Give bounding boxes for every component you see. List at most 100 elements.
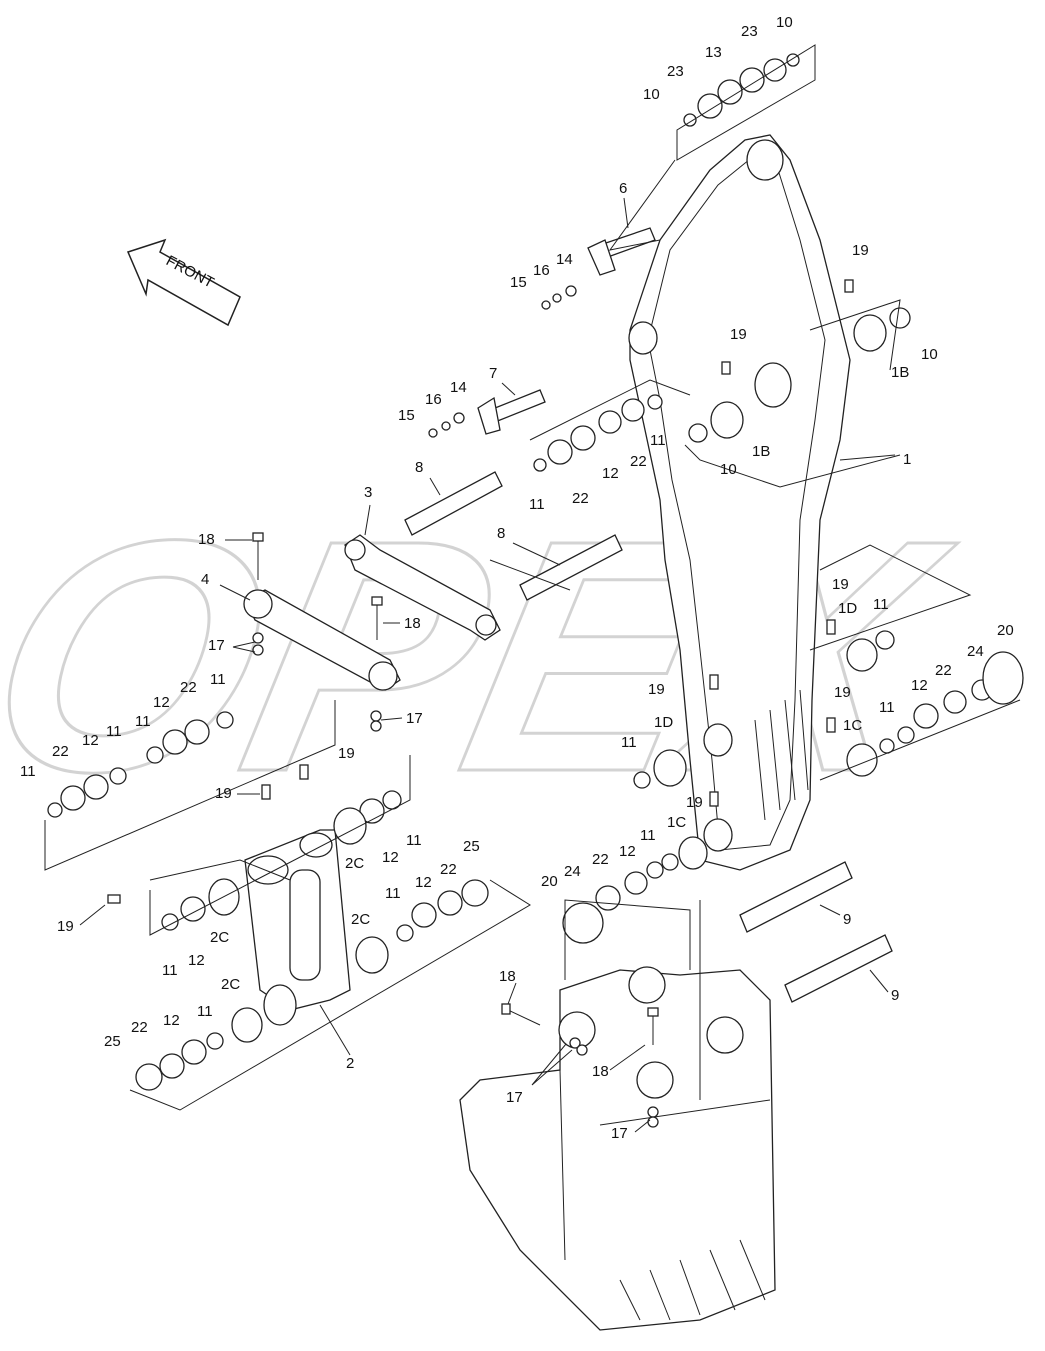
- pin-part-8b: [519, 534, 623, 601]
- callout-1C: 1C: [843, 717, 862, 734]
- link-part-2: [244, 829, 351, 1026]
- callout-1D: 1D: [838, 600, 857, 617]
- callout-12: 12: [415, 874, 432, 891]
- callout-2C: 2C: [351, 911, 370, 928]
- callout-8: 8: [497, 525, 505, 542]
- callout-15: 15: [398, 407, 415, 424]
- callout-11: 11: [106, 723, 122, 740]
- callout-25: 25: [104, 1033, 121, 1050]
- callout-19: 19: [215, 785, 232, 802]
- callout-20: 20: [997, 622, 1014, 639]
- callout-12: 12: [163, 1012, 180, 1029]
- callout-2C: 2C: [210, 929, 229, 946]
- callout-25: 25: [463, 838, 480, 855]
- callout-19: 19: [834, 684, 851, 701]
- callout-2C: 2C: [345, 855, 364, 872]
- callout-14: 14: [556, 251, 573, 268]
- callout-labels: 1 2 3 4 6 7 8 8 9 9 10 10 10 10 13 23 23…: [20, 14, 1014, 1142]
- callout-23: 23: [741, 23, 758, 40]
- callout-14: 14: [450, 379, 467, 396]
- callout-8: 8: [415, 459, 423, 476]
- callout-1B: 1B: [891, 364, 909, 381]
- link-part-3: [344, 534, 501, 641]
- bucket: [459, 966, 776, 1331]
- callout-18: 18: [499, 968, 516, 985]
- callout-12: 12: [619, 843, 636, 860]
- callout-11: 11: [621, 734, 637, 751]
- callout-12: 12: [382, 849, 399, 866]
- callout-19: 19: [648, 681, 665, 698]
- callout-10: 10: [776, 14, 793, 31]
- callout-22: 22: [180, 679, 197, 696]
- callout-2C: 2C: [221, 976, 240, 993]
- callout-11: 11: [529, 496, 545, 513]
- callout-3: 3: [364, 484, 372, 501]
- callout-22: 22: [131, 1019, 148, 1036]
- callout-11: 11: [385, 885, 401, 902]
- callout-11: 11: [406, 832, 422, 849]
- callout-22: 22: [52, 743, 69, 760]
- callout-22: 22: [630, 453, 647, 470]
- pin-part-8a: [404, 471, 503, 536]
- callout-19: 19: [686, 794, 703, 811]
- arm-part-1: [628, 134, 851, 871]
- front-arrow-icon: FRONT: [126, 238, 241, 327]
- callout-13: 13: [705, 44, 722, 61]
- callout-17: 17: [208, 637, 225, 654]
- callout-18: 18: [198, 531, 215, 548]
- callout-19: 19: [338, 745, 355, 762]
- callout-19: 19: [852, 242, 869, 259]
- callout-1: 1: [903, 451, 911, 468]
- callout-24: 24: [564, 863, 581, 880]
- callout-9: 9: [891, 987, 899, 1004]
- callout-12: 12: [911, 677, 928, 694]
- washers: [47, 53, 1024, 1091]
- callout-2: 2: [346, 1055, 354, 1072]
- bolts: [107, 279, 854, 1128]
- callout-11: 11: [640, 827, 656, 844]
- callout-19: 19: [832, 576, 849, 593]
- svg-text:OPEX: OPEX: [0, 471, 974, 840]
- callout-17: 17: [506, 1089, 523, 1106]
- callout-18: 18: [404, 615, 421, 632]
- callout-12: 12: [188, 952, 205, 969]
- watermark: OPEX: [0, 470, 975, 842]
- callout-22: 22: [572, 490, 589, 507]
- callout-16: 16: [425, 391, 442, 408]
- pin-part-6: [587, 227, 656, 276]
- callout-19: 19: [730, 326, 747, 343]
- callout-1D: 1D: [654, 714, 673, 731]
- callout-11: 11: [650, 432, 666, 449]
- callout-20: 20: [541, 873, 558, 890]
- callout-10: 10: [720, 461, 737, 478]
- callout-15: 15: [510, 274, 527, 291]
- pin-part-7: [477, 389, 546, 435]
- callout-11: 11: [135, 713, 151, 730]
- callout-11: 11: [162, 962, 178, 979]
- callout-12: 12: [82, 732, 99, 749]
- callout-17: 17: [611, 1125, 628, 1142]
- callout-16: 16: [533, 262, 550, 279]
- callout-11: 11: [20, 763, 36, 780]
- callout-7: 7: [489, 365, 497, 382]
- callout-11: 11: [873, 596, 889, 613]
- callout-11: 11: [210, 671, 226, 688]
- leader-lines: [44, 44, 1021, 1111]
- callout-24: 24: [967, 643, 984, 660]
- pin-part-9b: [784, 934, 893, 1003]
- callout-17: 17: [406, 710, 423, 727]
- callout-4: 4: [201, 571, 209, 588]
- callout-22: 22: [935, 662, 952, 679]
- pin-part-9a: [739, 861, 853, 933]
- callout-1B: 1B: [752, 443, 770, 460]
- callout-1C: 1C: [667, 814, 686, 831]
- callout-11: 11: [879, 699, 895, 716]
- callout-23: 23: [667, 63, 684, 80]
- callout-10: 10: [921, 346, 938, 363]
- callout-22: 22: [592, 851, 609, 868]
- callout-19: 19: [57, 918, 74, 935]
- callout-11: 11: [197, 1003, 213, 1020]
- callout-6: 6: [619, 180, 627, 197]
